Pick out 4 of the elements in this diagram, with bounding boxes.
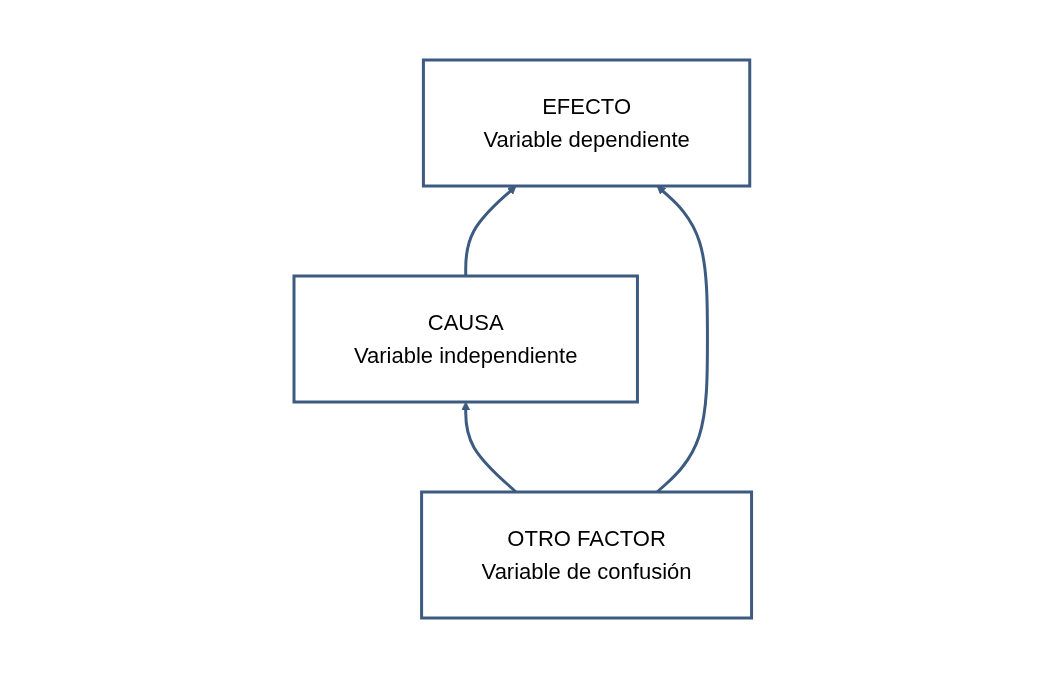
node-box: EFECTO Variable dependiente xyxy=(422,58,752,187)
arrow xyxy=(464,185,517,276)
node-box: CAUSA Variable independiente xyxy=(292,274,640,403)
node-box: OTRO FACTOR Variable de confusión xyxy=(420,490,754,619)
